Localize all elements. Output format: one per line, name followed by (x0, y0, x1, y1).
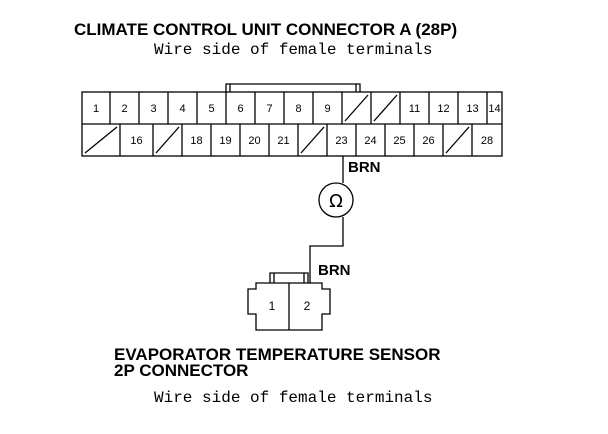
row1-pin-1: 1 (93, 103, 99, 115)
sensor-pin-1: 1 (269, 299, 276, 313)
row1-pin-12: 12 (437, 103, 449, 115)
row1-pin-13: 13 (466, 103, 478, 115)
ohmmeter-circle (318, 182, 354, 218)
row1-pin-2: 2 (121, 103, 127, 115)
row2-pin-20: 20 (248, 135, 260, 147)
top-connector-subtitle: Wire side of female terminals (154, 41, 432, 59)
sensor-connector-lock-tab (269, 272, 309, 283)
evaporator-sensor-connector: 1 2 (247, 272, 331, 331)
row2-pin-26: 26 (422, 135, 434, 147)
row2-pin-24: 24 (364, 135, 376, 147)
row2-pin-25: 25 (393, 135, 405, 147)
row1-pin-5: 5 (208, 103, 214, 115)
wire-lower-label: BRN (318, 262, 351, 279)
row1-empty-cavity (373, 94, 398, 122)
row1-empty-cavity (344, 94, 369, 122)
top-connector-title: CLIMATE CONTROL UNIT CONNECTOR A (28P) (74, 20, 457, 39)
row1-pin-4: 4 (179, 103, 185, 115)
sensor-connector-title-line2: 2P CONNECTOR (114, 361, 248, 380)
sensor-connector-subtitle: Wire side of female terminals (154, 389, 432, 407)
row2-pin-23: 23 (335, 135, 347, 147)
row1-pin-14: 14 (488, 103, 500, 115)
row2-empty-cavity (84, 126, 118, 154)
row2-pin-16: 16 (130, 135, 142, 147)
row2-empty-cavity (300, 126, 325, 154)
row2-pin-18: 18 (190, 135, 202, 147)
row1-pin-3: 3 (150, 103, 156, 115)
row2-pin-19: 19 (219, 135, 231, 147)
row1-pin-9: 9 (324, 103, 330, 115)
sensor-pin-2: 2 (304, 299, 311, 313)
ohmmeter: Ω (318, 182, 354, 218)
row1-pin-8: 8 (295, 103, 301, 115)
wire-lower (309, 217, 344, 283)
row1-pin-6: 6 (237, 103, 243, 115)
wire-upper-label: BRN (348, 159, 381, 176)
row2-empty-cavity (445, 126, 470, 154)
row1-pin-11: 11 (409, 103, 420, 115)
row2-pin-28: 28 (481, 135, 493, 147)
connector-lock-tab (225, 83, 361, 92)
ohm-symbol: Ω (329, 191, 343, 212)
row2-empty-cavity (155, 126, 180, 154)
sensor-connector-outline (247, 282, 331, 331)
sensor-connector-title-line1: EVAPORATOR TEMPERATURE SENSOR (114, 345, 441, 364)
row2-pin-21: 21 (277, 135, 289, 147)
row1-pin-7: 7 (266, 103, 272, 115)
